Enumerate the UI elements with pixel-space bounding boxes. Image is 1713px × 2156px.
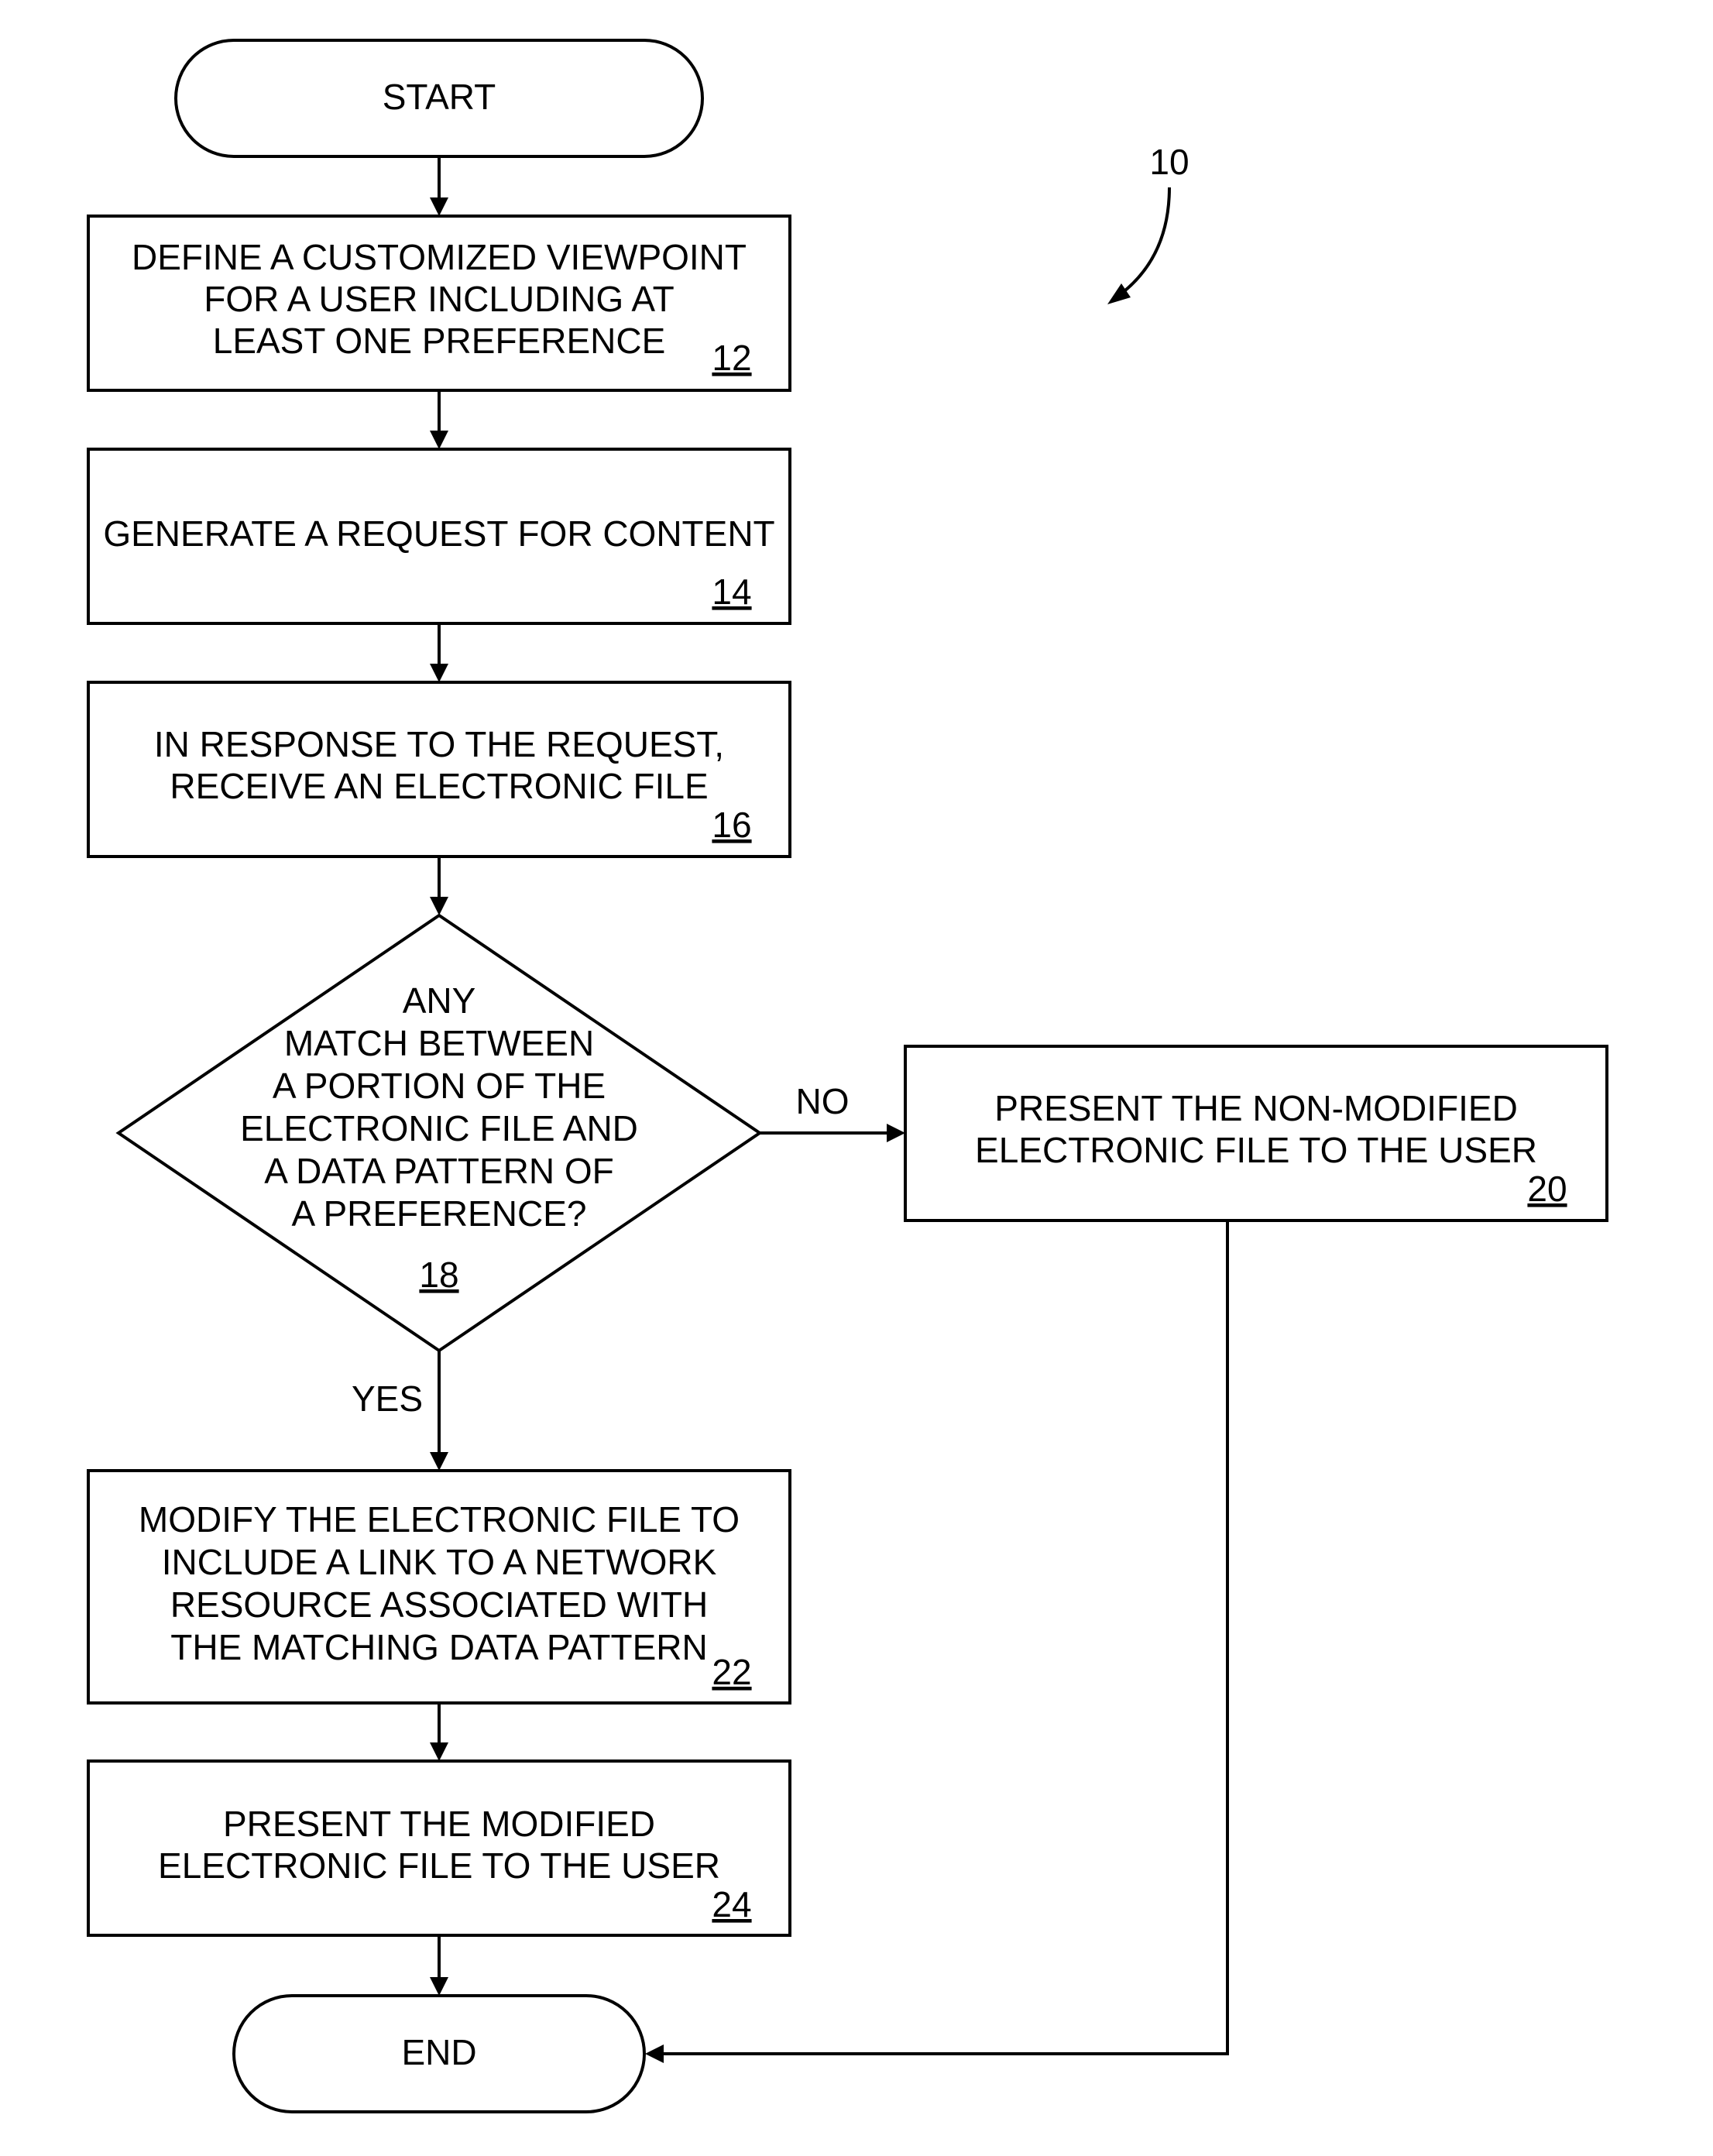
step22-line-2: INCLUDE A LINK TO A NETWORK: [162, 1542, 717, 1582]
arrowhead-18-to-20: [887, 1124, 905, 1142]
yes-branch-label: YES: [352, 1378, 423, 1419]
arrowhead-12-to-14: [430, 431, 448, 449]
arrowhead-18-to-22: [430, 1452, 448, 1471]
no-branch-label: NO: [796, 1081, 850, 1121]
decision18-line-5: A DATA PATTERN OF: [264, 1151, 614, 1191]
decision18-line-2: MATCH BETWEEN: [284, 1023, 594, 1063]
decision18-line-1: ANY: [403, 980, 476, 1021]
step24-line-2: ELECTRONIC FILE TO THE USER: [158, 1845, 720, 1886]
process-box-20: PRESENT THE NON-MODIFIED ELECTRONIC FILE…: [905, 1046, 1607, 1220]
decision18-line-4: ELECTRONIC FILE AND: [240, 1108, 638, 1148]
step16-ref-number: 16: [712, 805, 751, 845]
figure-reference: 10: [1107, 142, 1189, 304]
step22-ref-number: 22: [712, 1652, 751, 1692]
process-box-24: PRESENT THE MODIFIED ELECTRONIC FILE TO …: [88, 1761, 790, 1935]
arrowhead-22-to-24: [430, 1742, 448, 1761]
process-box-22: MODIFY THE ELECTRONIC FILE TO INCLUDE A …: [88, 1471, 790, 1703]
step12-ref-number: 12: [712, 338, 751, 378]
arrowhead-16-to-18: [430, 897, 448, 915]
figure-ref-label: 10: [1149, 142, 1189, 182]
step22-line-1: MODIFY THE ELECTRONIC FILE TO: [139, 1499, 740, 1540]
decision18-line-3: A PORTION OF THE: [273, 1066, 606, 1106]
step14-line-1: GENERATE A REQUEST FOR CONTENT: [103, 513, 774, 554]
process-box-14: GENERATE A REQUEST FOR CONTENT 14: [88, 449, 790, 623]
step12-line-1: DEFINE A CUSTOMIZED VIEWPOINT: [132, 237, 747, 277]
decision18-ref-number: 18: [419, 1255, 458, 1295]
start-terminator: START: [176, 40, 702, 156]
step20-ref-number: 20: [1527, 1169, 1567, 1209]
arrowhead-24-to-end: [430, 1977, 448, 1996]
step12-line-2: FOR A USER INCLUDING AT: [204, 279, 674, 319]
step20-line-1: PRESENT THE NON-MODIFIED: [994, 1088, 1518, 1128]
end-label: END: [401, 2032, 476, 2072]
step12-line-3: LEAST ONE PREFERENCE: [213, 321, 666, 361]
step24-ref-number: 24: [712, 1884, 751, 1924]
step22-line-3: RESOURCE ASSOCIATED WITH: [170, 1584, 708, 1625]
decision18-line-6: A PREFERENCE?: [292, 1193, 587, 1234]
start-label: START: [383, 77, 496, 117]
arrowhead-14-to-16: [430, 664, 448, 682]
figure-ref-arrowhead: [1107, 283, 1131, 304]
step20-line-2: ELECTRONIC FILE TO THE USER: [975, 1130, 1537, 1170]
step22-line-4: THE MATCHING DATA PATTERN: [170, 1627, 707, 1667]
arrowhead-start-to-12: [430, 197, 448, 216]
step16-line-2: RECEIVE AN ELECTRONIC FILE: [170, 766, 708, 806]
process-box-12: DEFINE A CUSTOMIZED VIEWPOINT FOR A USER…: [88, 216, 790, 390]
end-terminator: END: [234, 1996, 644, 2112]
step16-line-1: IN RESPONSE TO THE REQUEST,: [154, 724, 724, 764]
process-box-16: IN RESPONSE TO THE REQUEST, RECEIVE AN E…: [88, 682, 790, 857]
step14-ref-number: 14: [712, 572, 751, 612]
arrowhead-20-to-end: [645, 2044, 664, 2063]
decision-diamond-18: ANY MATCH BETWEEN A PORTION OF THE ELECT…: [118, 915, 760, 1351]
figure-ref-curve: [1115, 187, 1169, 298]
step24-line-1: PRESENT THE MODIFIED: [223, 1804, 655, 1844]
